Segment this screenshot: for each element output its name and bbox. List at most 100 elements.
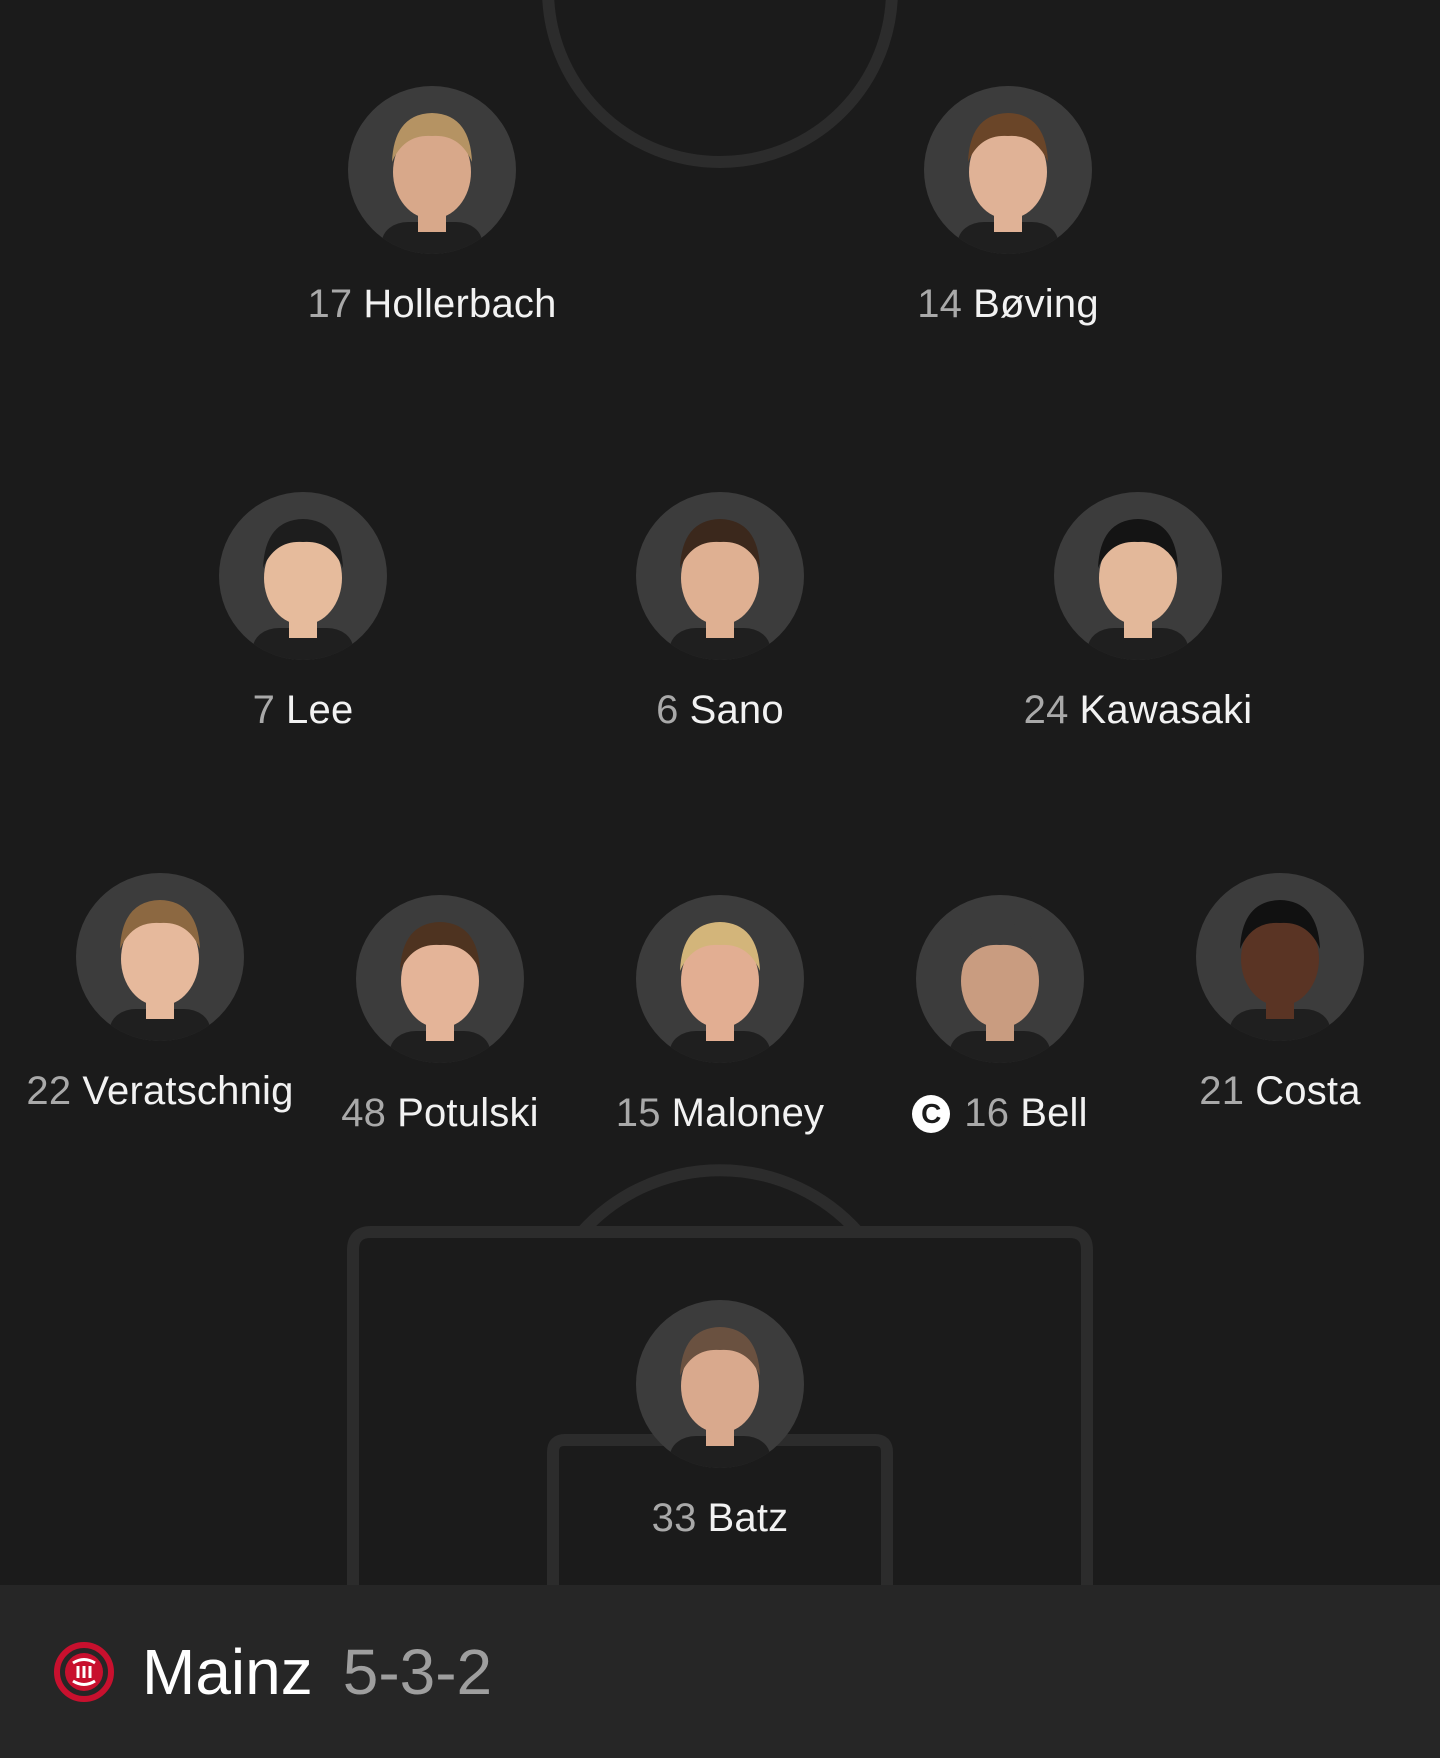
captain-c-icon: C	[912, 1094, 951, 1133]
player-name: Bell	[1020, 1091, 1088, 1135]
face	[401, 934, 479, 1028]
player-number: 16	[964, 1091, 1010, 1135]
center-circle	[542, 0, 898, 168]
shirt	[958, 222, 1058, 254]
face	[1099, 531, 1177, 625]
player-name: Lee	[286, 688, 354, 732]
hair	[1240, 900, 1320, 949]
player-photo-avatar	[348, 86, 516, 254]
shirt	[670, 1031, 770, 1063]
player-number: 22	[26, 1069, 72, 1113]
hair	[120, 900, 200, 949]
player-label: 14 Bøving	[917, 282, 1099, 327]
player-card-sano[interactable]: 6 Sano	[560, 492, 880, 733]
player-photo-avatar	[636, 1300, 804, 1468]
shirt	[110, 1009, 210, 1041]
face	[961, 934, 1039, 1028]
player-number: 14	[917, 282, 963, 326]
player-number: 15	[615, 1091, 661, 1135]
shirt	[670, 628, 770, 660]
player-label: 17 Hollerbach	[307, 282, 556, 327]
player-card-bell[interactable]: C 16 Bell	[840, 895, 1160, 1136]
shirt	[253, 628, 353, 660]
player-card-costa[interactable]: 21 Costa	[1120, 873, 1440, 1114]
player-photo-avatar	[1054, 492, 1222, 660]
player-name: Costa	[1255, 1069, 1361, 1113]
face	[681, 1339, 759, 1433]
player-name: Sano	[689, 688, 784, 732]
shirt	[1230, 1009, 1330, 1041]
penalty-box	[347, 1226, 1093, 1585]
player-label: C 16 Bell	[912, 1091, 1088, 1136]
team-name: Mainz	[142, 1635, 313, 1708]
player-label: 22 Veratschnig	[26, 1069, 293, 1114]
player-photo-avatar	[636, 895, 804, 1063]
player-number: 17	[307, 282, 353, 326]
face	[393, 125, 471, 219]
player-label: 24 Kawasaki	[1024, 688, 1253, 733]
player-photo-avatar	[924, 86, 1092, 254]
player-name: Kawasaki	[1079, 688, 1253, 732]
shirt	[1088, 628, 1188, 660]
player-photo-avatar	[219, 492, 387, 660]
player-number: 21	[1199, 1069, 1245, 1113]
face	[681, 934, 759, 1028]
hair	[960, 922, 1040, 971]
face	[969, 125, 1047, 219]
team-lineup-bar[interactable]: Mainz 5-3-2	[0, 1585, 1440, 1758]
shirt	[390, 1031, 490, 1063]
hair	[968, 113, 1048, 162]
pitch: 17 Hollerbach 14 Bøving	[0, 0, 1440, 1585]
player-photo-avatar	[916, 895, 1084, 1063]
player-name: Maloney	[671, 1091, 825, 1135]
player-name: Hollerbach	[363, 282, 557, 326]
player-number: 48	[341, 1091, 387, 1135]
player-label: 48 Potulski	[341, 1091, 539, 1136]
player-label: 15 Maloney	[616, 1091, 825, 1136]
hair	[680, 922, 760, 971]
player-photo-avatar	[636, 492, 804, 660]
player-label: 6 Sano	[656, 688, 784, 733]
player-name: Batz	[707, 1496, 789, 1540]
player-number: 33	[651, 1496, 697, 1540]
penalty-arc	[577, 1164, 863, 1236]
player-label: 21 Costa	[1199, 1069, 1360, 1114]
player-card-hollerbach[interactable]: 17 Hollerbach	[272, 86, 592, 327]
mainz-05-crest-icon	[54, 1641, 114, 1702]
player-card-kawasaki[interactable]: 24 Kawasaki	[978, 492, 1298, 733]
crest-mark	[72, 1657, 96, 1686]
face	[264, 531, 342, 625]
player-card-boving[interactable]: 14 Bøving	[848, 86, 1168, 327]
hair	[263, 519, 343, 568]
hair	[680, 1327, 760, 1376]
player-card-veratschnig[interactable]: 22 Veratschnig	[0, 873, 320, 1114]
player-photo-avatar	[1196, 873, 1364, 1041]
face	[1241, 912, 1319, 1006]
player-number: 24	[1023, 688, 1069, 732]
player-number: 7	[252, 688, 276, 732]
face	[121, 912, 199, 1006]
hair	[400, 922, 480, 971]
hair	[680, 519, 760, 568]
face	[681, 531, 759, 625]
crest-ring	[54, 1641, 114, 1702]
team-formation: 5-3-2	[342, 1635, 493, 1708]
shirt	[382, 222, 482, 254]
player-card-batz[interactable]: 33 Batz	[560, 1300, 880, 1541]
player-card-lee[interactable]: 7 Lee	[143, 492, 463, 733]
player-number: 6	[656, 688, 679, 732]
player-name: Bøving	[973, 282, 1099, 326]
player-label: 7 Lee	[253, 688, 354, 733]
player-photo-avatar	[76, 873, 244, 1041]
hair	[392, 113, 472, 162]
pitch-lines	[347, 0, 1093, 1585]
player-name: Veratschnig	[82, 1069, 294, 1113]
shirt	[950, 1031, 1050, 1063]
hair	[1098, 519, 1178, 568]
player-card-potulski[interactable]: 48 Potulski	[280, 895, 600, 1136]
player-name: Potulski	[397, 1091, 539, 1135]
player-label: 33 Batz	[652, 1496, 789, 1541]
shirt	[670, 1436, 770, 1468]
player-photo-avatar	[356, 895, 524, 1063]
player-card-maloney[interactable]: 15 Maloney	[560, 895, 880, 1136]
